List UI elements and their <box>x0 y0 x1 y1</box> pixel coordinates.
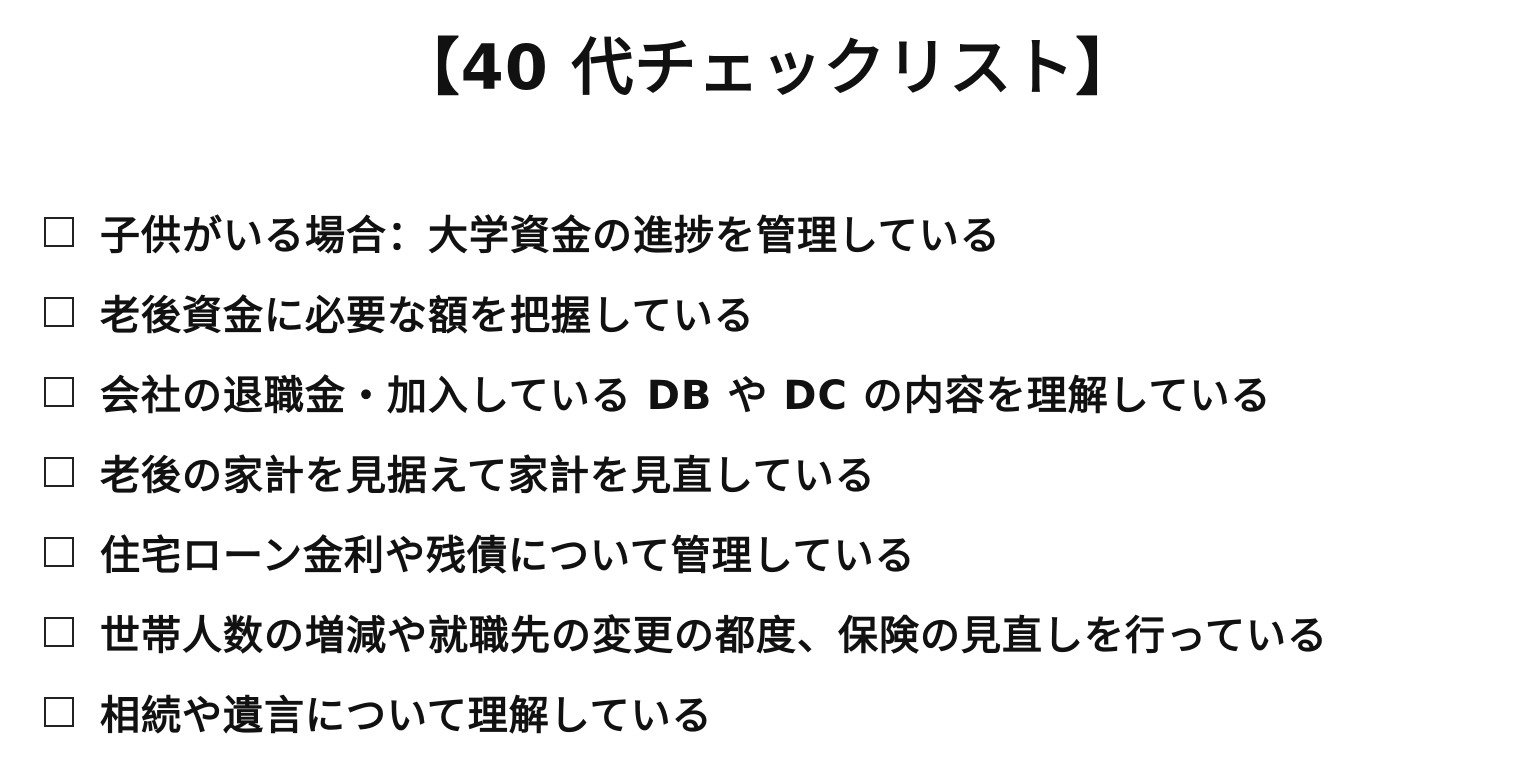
checklist-item-label: 子供がいる場合：大学資金の進捗を管理している <box>100 213 1001 259</box>
checklist-item: 住宅ローン金利や残債について管理している <box>44 512 1328 592</box>
checkbox[interactable] <box>44 297 74 327</box>
checklist-item-label: 会社の退職金・加入している DB や DC の内容を理解している <box>100 373 1272 419</box>
checklist: 子供がいる場合：大学資金の進捗を管理している 老後資金に必要な額を把握している … <box>44 192 1328 752</box>
checklist-item: 相続や遺言について理解している <box>44 672 1328 752</box>
checklist-item: 子供がいる場合：大学資金の進捗を管理している <box>44 192 1328 272</box>
checkbox[interactable] <box>44 697 74 727</box>
checklist-item: 老後の家計を見据えて家計を見直している <box>44 432 1328 512</box>
checklist-item-label: 老後資金に必要な額を把握している <box>100 293 755 339</box>
checklist-item-label: 老後の家計を見据えて家計を見直している <box>100 453 876 499</box>
checkbox[interactable] <box>44 377 74 407</box>
checklist-item-label: 相続や遺言について理解している <box>100 693 713 739</box>
checkbox[interactable] <box>44 537 74 567</box>
checklist-item-label: 住宅ローン金利や残債について管理している <box>100 533 916 579</box>
checkbox[interactable] <box>44 217 74 247</box>
checkbox[interactable] <box>44 457 74 487</box>
checklist-item: 会社の退職金・加入している DB や DC の内容を理解している <box>44 352 1328 432</box>
checklist-item-label: 世帯人数の増減や就職先の変更の都度、保険の見直しを行っている <box>100 613 1328 659</box>
page-title: 【40 代チェックリスト】 <box>397 31 1139 104</box>
checklist-item: 世帯人数の増減や就職先の変更の都度、保険の見直しを行っている <box>44 592 1328 672</box>
checkbox[interactable] <box>44 617 74 647</box>
checklist-item: 老後資金に必要な額を把握している <box>44 272 1328 352</box>
